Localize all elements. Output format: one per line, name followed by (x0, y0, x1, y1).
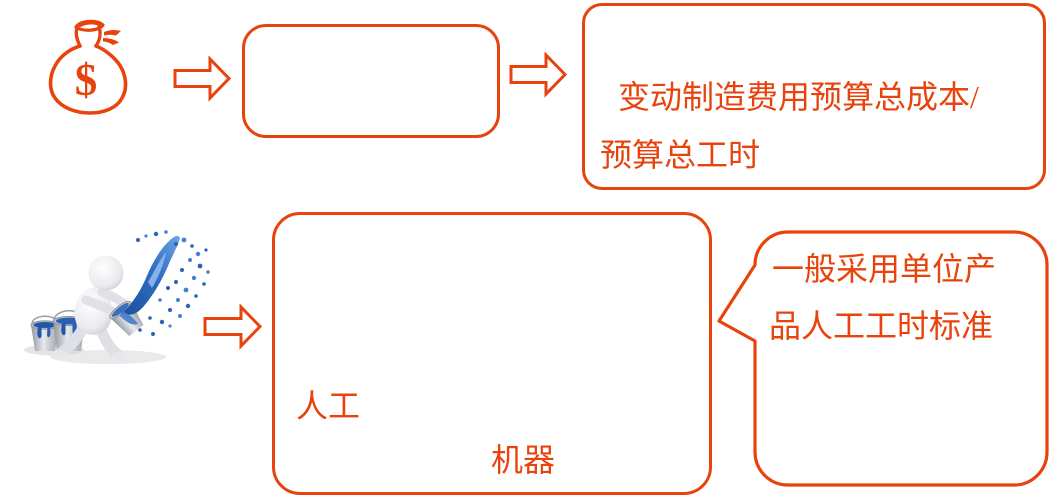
bag-tie-ribbon (104, 29, 121, 36)
flow-arrow-bottom (203, 304, 263, 350)
result-box (582, 3, 1046, 190)
process-box-empty (242, 24, 500, 138)
bag-tie-ribbon (103, 38, 119, 45)
flow-arrow-top-1 (173, 56, 232, 102)
worker-paint-splash-icon (24, 230, 210, 364)
result-box-text-line2: 预算总工时 (600, 137, 761, 173)
figure-shadow (50, 350, 166, 364)
callout-bubble (717, 230, 1049, 487)
callout-text-line2: 品人工工时标准 (769, 308, 994, 344)
hours-box (272, 212, 712, 495)
flow-arrow-top-2 (509, 52, 568, 98)
dollar-sign: $ (75, 55, 98, 105)
result-box-text-line1: 变动制造费用预算总成本/ (618, 79, 979, 115)
hours-box-label-machine: 机器 (491, 442, 556, 478)
paint-splash (120, 230, 210, 336)
money-bag-icon: $ (48, 19, 128, 115)
hours-box-label-labor: 人工 (296, 388, 361, 424)
callout-text-line1: 一般采用单位产 (772, 251, 997, 287)
